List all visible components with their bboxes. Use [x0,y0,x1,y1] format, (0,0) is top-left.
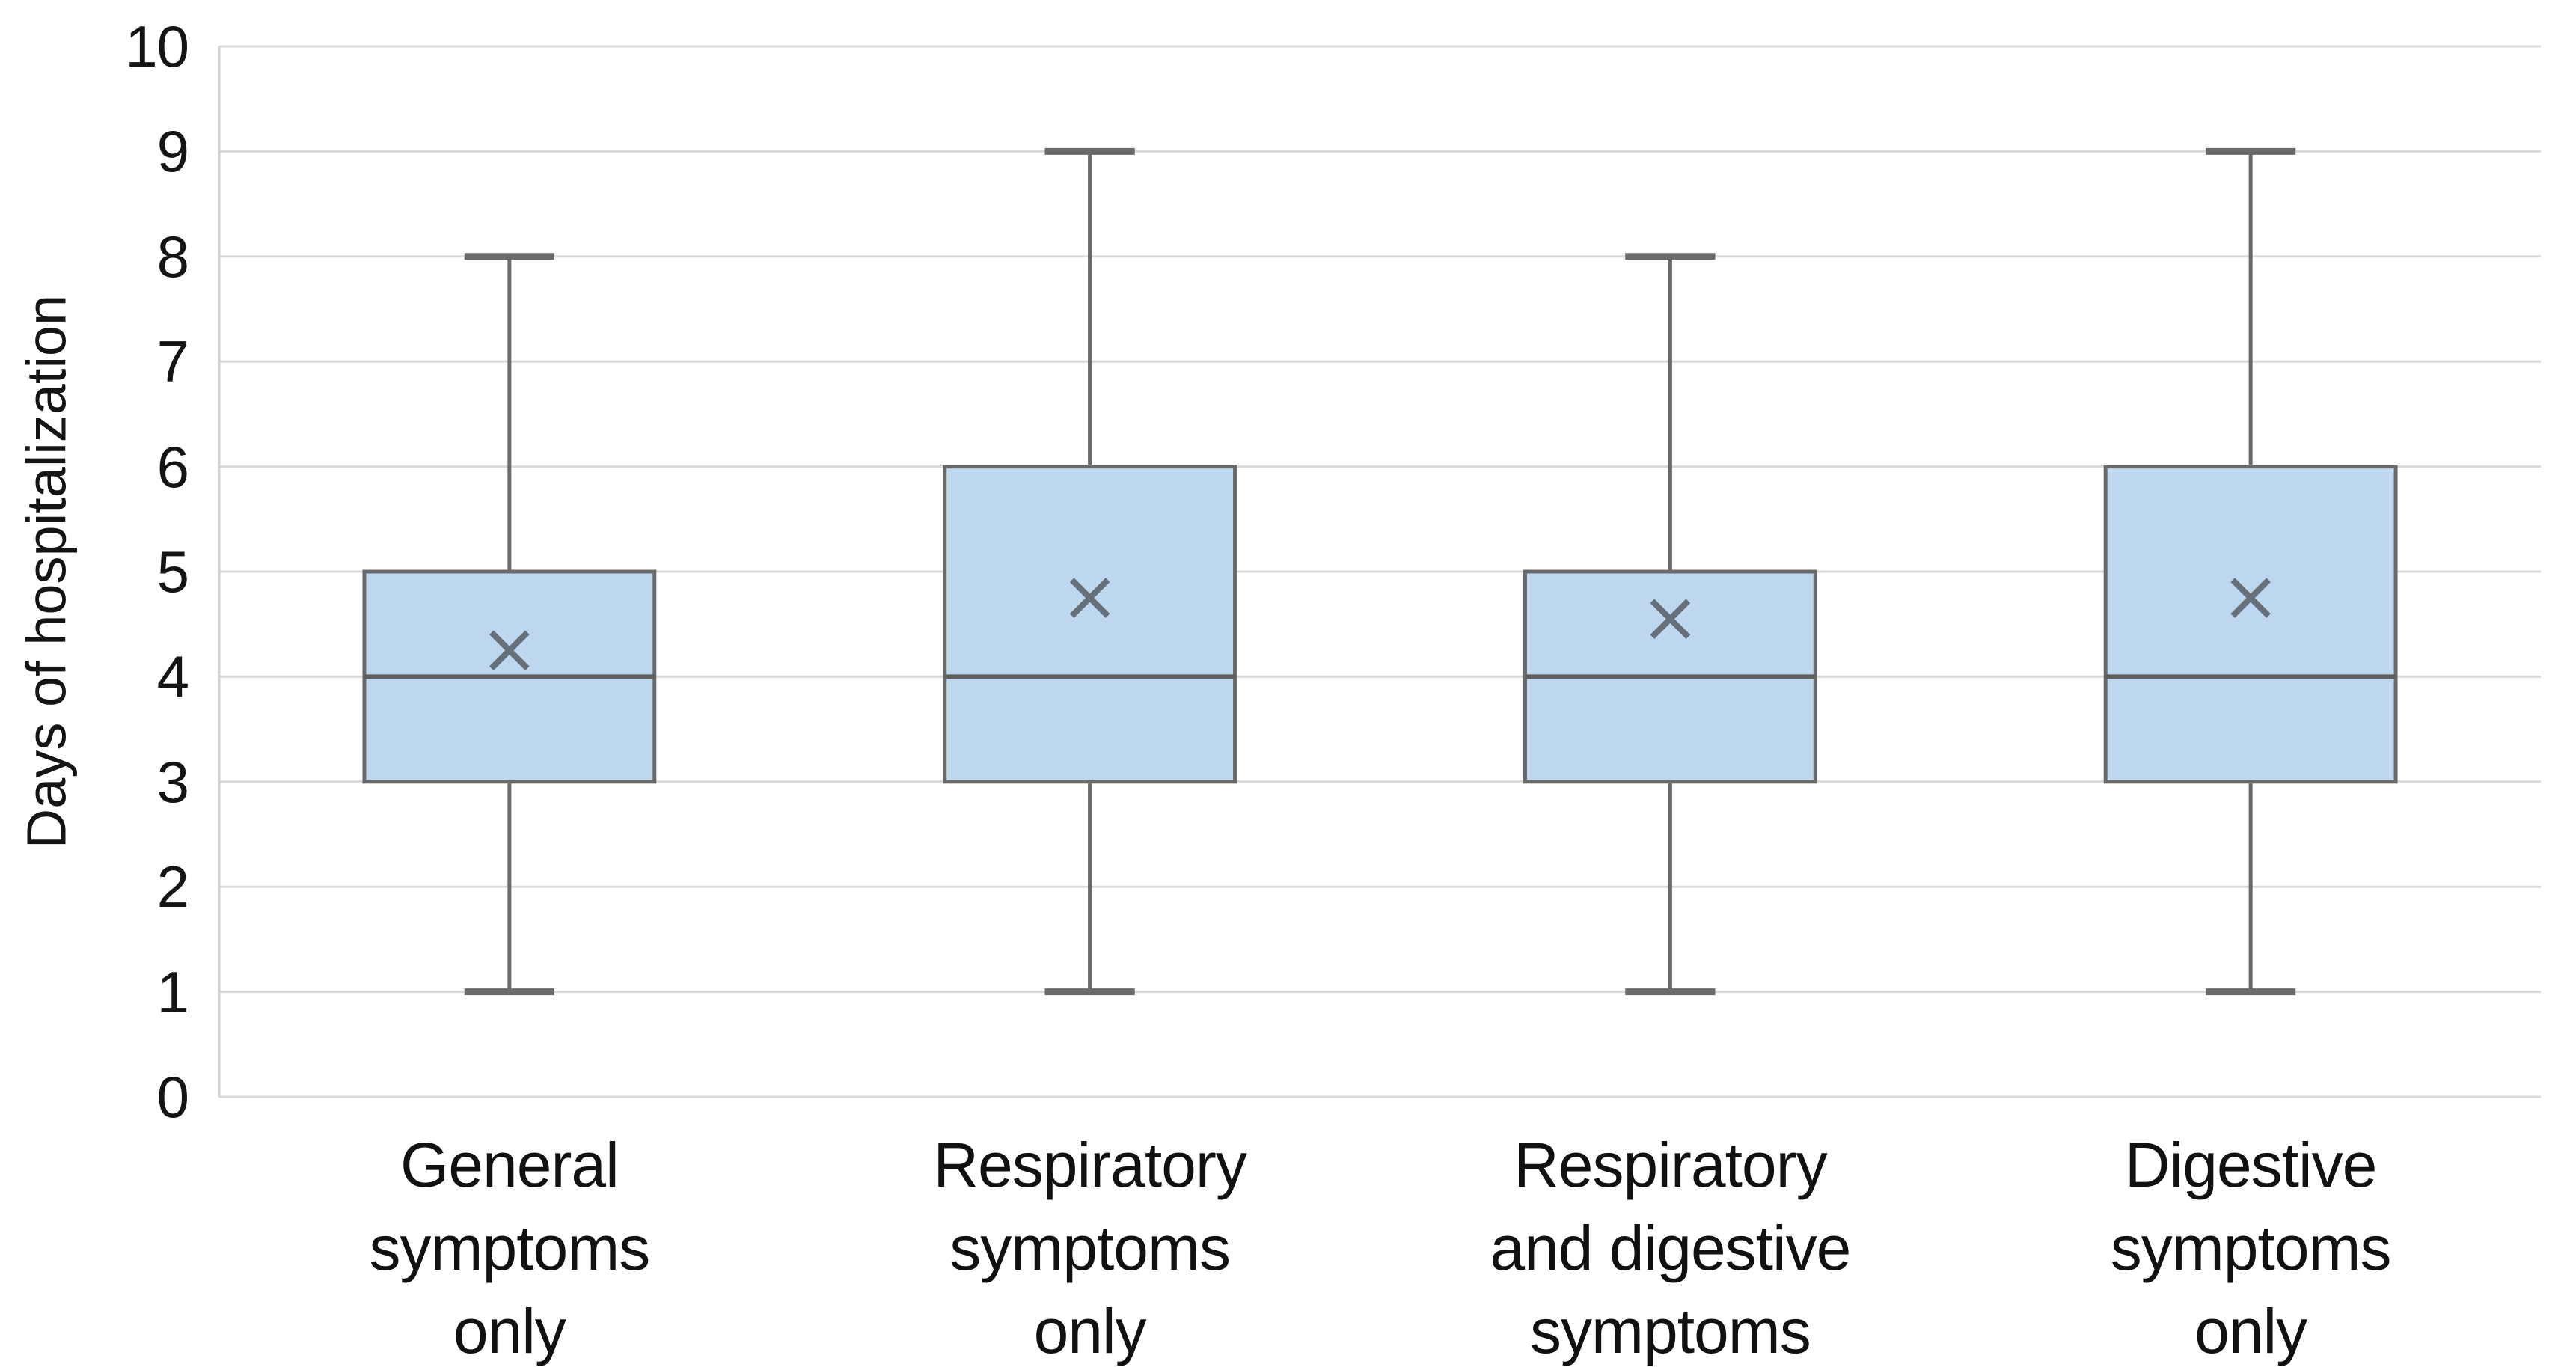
x-category-label-3: Digestive symptoms only [2110,1130,2392,1366]
y-tick-label-10: 10 [125,13,189,79]
y-tick-label-9: 9 [156,118,189,185]
box-group-0 [362,253,657,996]
x-category-label-0: General symptoms only [369,1130,651,1366]
y-tick-label-7: 7 [156,328,189,395]
y-tick-label-0: 0 [156,1064,189,1130]
y-tick-label-8: 8 [156,223,189,290]
mean-marker [2230,578,2271,618]
iqr-box [2103,465,2398,784]
y-tick-label-6: 6 [156,433,189,500]
y-tick-label-4: 4 [156,643,189,710]
y-tick-label-5: 5 [156,539,189,605]
box-group-2 [1523,253,1817,996]
box-group-1 [943,147,1237,996]
mean-marker [489,630,530,671]
box-group-3 [2103,147,2398,996]
y-tick-label-1: 1 [156,958,189,1025]
x-category-label-1: Respiratory symptoms only [933,1130,1246,1366]
y-tick-label-2: 2 [156,854,189,920]
iqr-box [943,465,1237,784]
x-category-label-2: Respiratory and digestive symptoms [1490,1130,1851,1366]
mean-marker [1069,578,1110,618]
y-tick-label-3: 3 [156,748,189,815]
mean-marker [1650,599,1691,640]
